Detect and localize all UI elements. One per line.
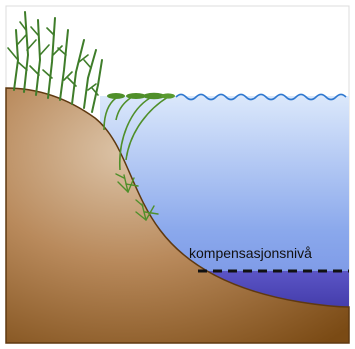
compensation-level-label: kompensasjonsnivå <box>189 245 312 261</box>
